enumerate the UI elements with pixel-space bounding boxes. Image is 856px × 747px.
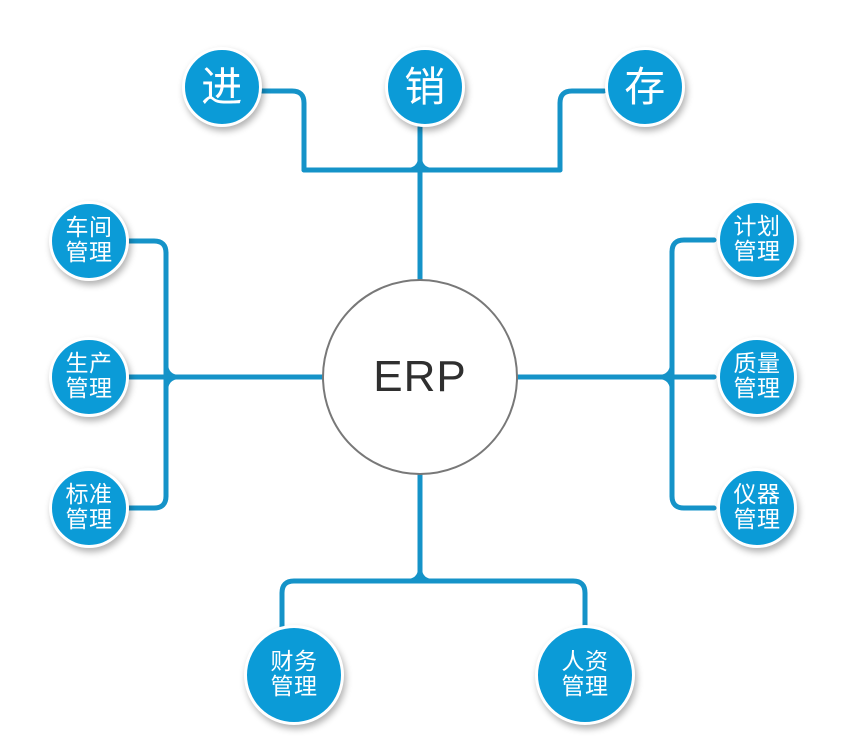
node-biaozhun-line-1: 标准 bbox=[65, 482, 113, 509]
node-caiwu-line-2: 管理 bbox=[270, 674, 318, 700]
node-jihua-guanli[interactable]: 计划 管理 bbox=[717, 200, 797, 280]
node-yiqi-line-2: 管理 bbox=[733, 507, 781, 533]
node-chejian-line-1: 车间 bbox=[65, 215, 113, 242]
node-renzi-line-1: 人资 bbox=[561, 649, 609, 676]
connector-bottom-junction bbox=[404, 566, 436, 583]
node-jihua-line-1: 计划 bbox=[733, 214, 781, 241]
node-caiwu-guanli[interactable]: 财务 管理 bbox=[244, 625, 344, 725]
node-caiwu-line-1: 财务 bbox=[270, 649, 318, 676]
connector-left-junction bbox=[164, 361, 182, 393]
node-zhiliang-guanli[interactable]: 质量 管理 bbox=[717, 337, 797, 417]
connector-top-junction bbox=[404, 155, 436, 172]
connector-top-left bbox=[259, 88, 307, 173]
node-jin-line-1: 进 bbox=[201, 62, 243, 111]
hub-label: ERP bbox=[373, 352, 467, 401]
node-renzi-line-2: 管理 bbox=[561, 674, 609, 700]
node-shengchan-guanli[interactable]: 生产 管理 bbox=[49, 337, 129, 417]
hub-erp[interactable]: ERP bbox=[322, 279, 518, 475]
connector-bottom-left bbox=[279, 578, 423, 632]
connector-right-junction bbox=[656, 361, 674, 393]
connector-bottom-right bbox=[417, 578, 588, 632]
connector-left-bottom bbox=[126, 493, 169, 511]
connector-right-top bbox=[669, 237, 717, 255]
node-jihua-line-2: 管理 bbox=[733, 239, 781, 265]
connector-right-bottom bbox=[669, 493, 717, 511]
node-shengchan-line-2: 管理 bbox=[65, 376, 113, 402]
node-renzi-guanli[interactable]: 人资 管理 bbox=[535, 625, 635, 725]
node-xiao[interactable]: 销 bbox=[385, 47, 465, 127]
node-chejian-line-2: 管理 bbox=[65, 240, 113, 266]
node-chejian-guanli[interactable]: 车间 管理 bbox=[49, 201, 129, 281]
node-yiqi-line-1: 仪器 bbox=[733, 482, 781, 509]
node-biaozhun-line-2: 管理 bbox=[65, 507, 113, 533]
connector-left-top bbox=[126, 238, 169, 256]
node-cun-line-1: 存 bbox=[624, 62, 666, 111]
node-biaozhun-guanli[interactable]: 标准 管理 bbox=[49, 468, 129, 548]
node-zhiliang-line-2: 管理 bbox=[733, 376, 781, 402]
node-zhiliang-line-1: 质量 bbox=[733, 351, 781, 378]
node-cun[interactable]: 存 bbox=[605, 47, 685, 127]
connector-top-right bbox=[557, 88, 607, 173]
node-jin[interactable]: 进 bbox=[182, 47, 262, 127]
node-xiao-line-1: 销 bbox=[404, 62, 446, 111]
node-shengchan-line-1: 生产 bbox=[65, 351, 113, 378]
node-yiqi-guanli[interactable]: 仪器 管理 bbox=[717, 468, 797, 548]
